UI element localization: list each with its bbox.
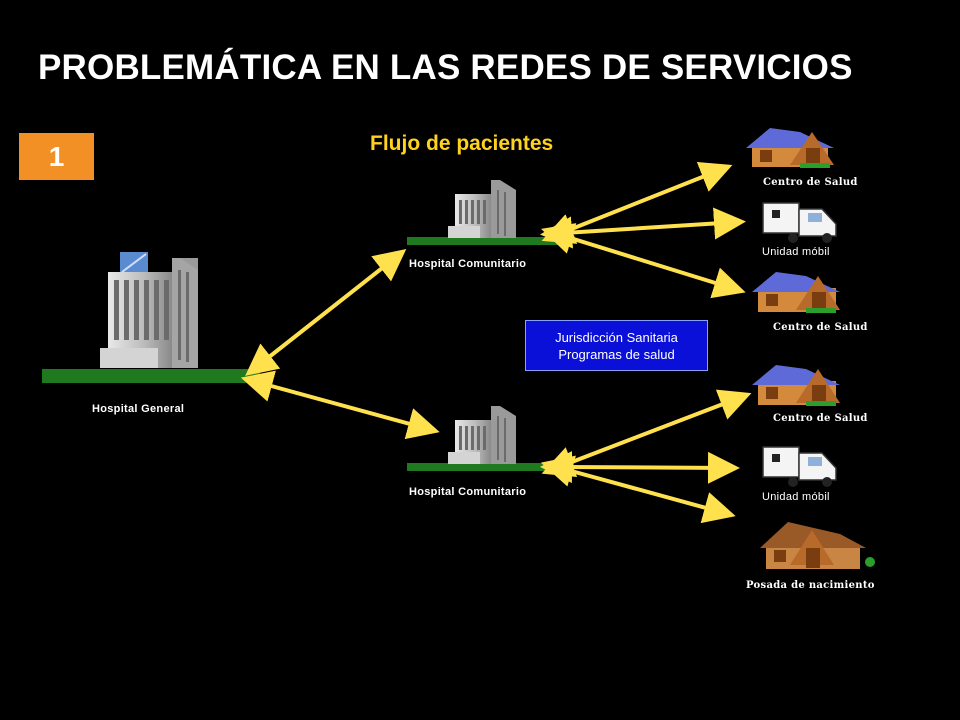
jurisdiction-line-1: Jurisdicción Sanitaria xyxy=(555,329,678,345)
diagram-subtitle: Flujo de pacientes xyxy=(370,132,554,155)
label-unidad-movil-1: Unidad móbil xyxy=(762,246,830,258)
label-hospital-comunitario-1: Hospital Comunitario xyxy=(409,258,527,270)
unidad-movil-1-icon xyxy=(762,202,837,243)
jurisdiction-line-2: Programas de salud xyxy=(558,346,675,362)
label-centro-salud-1: Centro de Salud xyxy=(763,177,858,188)
arrow-general-to-comunitario-2 xyxy=(240,370,440,440)
hospital-comunitario-1-icon xyxy=(448,180,516,238)
arrow-general-to-comunitario-1 xyxy=(245,249,407,376)
label-centro-salud-2: Centro de Salud xyxy=(773,322,868,333)
centro-salud-2-icon xyxy=(752,272,840,313)
ground-hospital-comunitario-1 xyxy=(407,237,559,245)
label-hospital-comunitario-2: Hospital Comunitario xyxy=(409,486,527,498)
hospital-comunitario-2-icon xyxy=(448,406,516,464)
centro-salud-1-icon xyxy=(746,128,834,168)
label-hospital-general: Hospital General xyxy=(92,403,185,415)
jurisdiction-box: Jurisdicción Sanitaria Programas de salu… xyxy=(525,320,708,371)
label-unidad-movil-2: Unidad móbil xyxy=(762,491,830,503)
arrow-comunitario-2-to-centro-3 xyxy=(541,389,752,478)
posada-nacimiento-icon xyxy=(760,522,875,569)
arrow-comunitario-2-to-posada xyxy=(540,455,736,524)
label-posada-nacimiento: Posada de nacimiento xyxy=(746,580,875,591)
ground-hospital-comunitario-2 xyxy=(407,463,559,471)
ground-hospital-general xyxy=(42,369,260,383)
page-title: PROBLEMÁTICA EN LAS REDES DE SERVICIOS xyxy=(38,48,853,87)
unidad-movil-2-icon xyxy=(762,446,837,487)
label-centro-salud-3: Centro de Salud xyxy=(773,413,868,424)
arrow-comunitario-2-to-movil-2 xyxy=(540,451,740,484)
step-badge: 1 xyxy=(19,133,94,180)
centro-salud-3-icon xyxy=(752,365,840,406)
hospital-general-icon xyxy=(100,252,198,368)
arrow-comunitario-1-to-centro-2 xyxy=(541,223,746,299)
